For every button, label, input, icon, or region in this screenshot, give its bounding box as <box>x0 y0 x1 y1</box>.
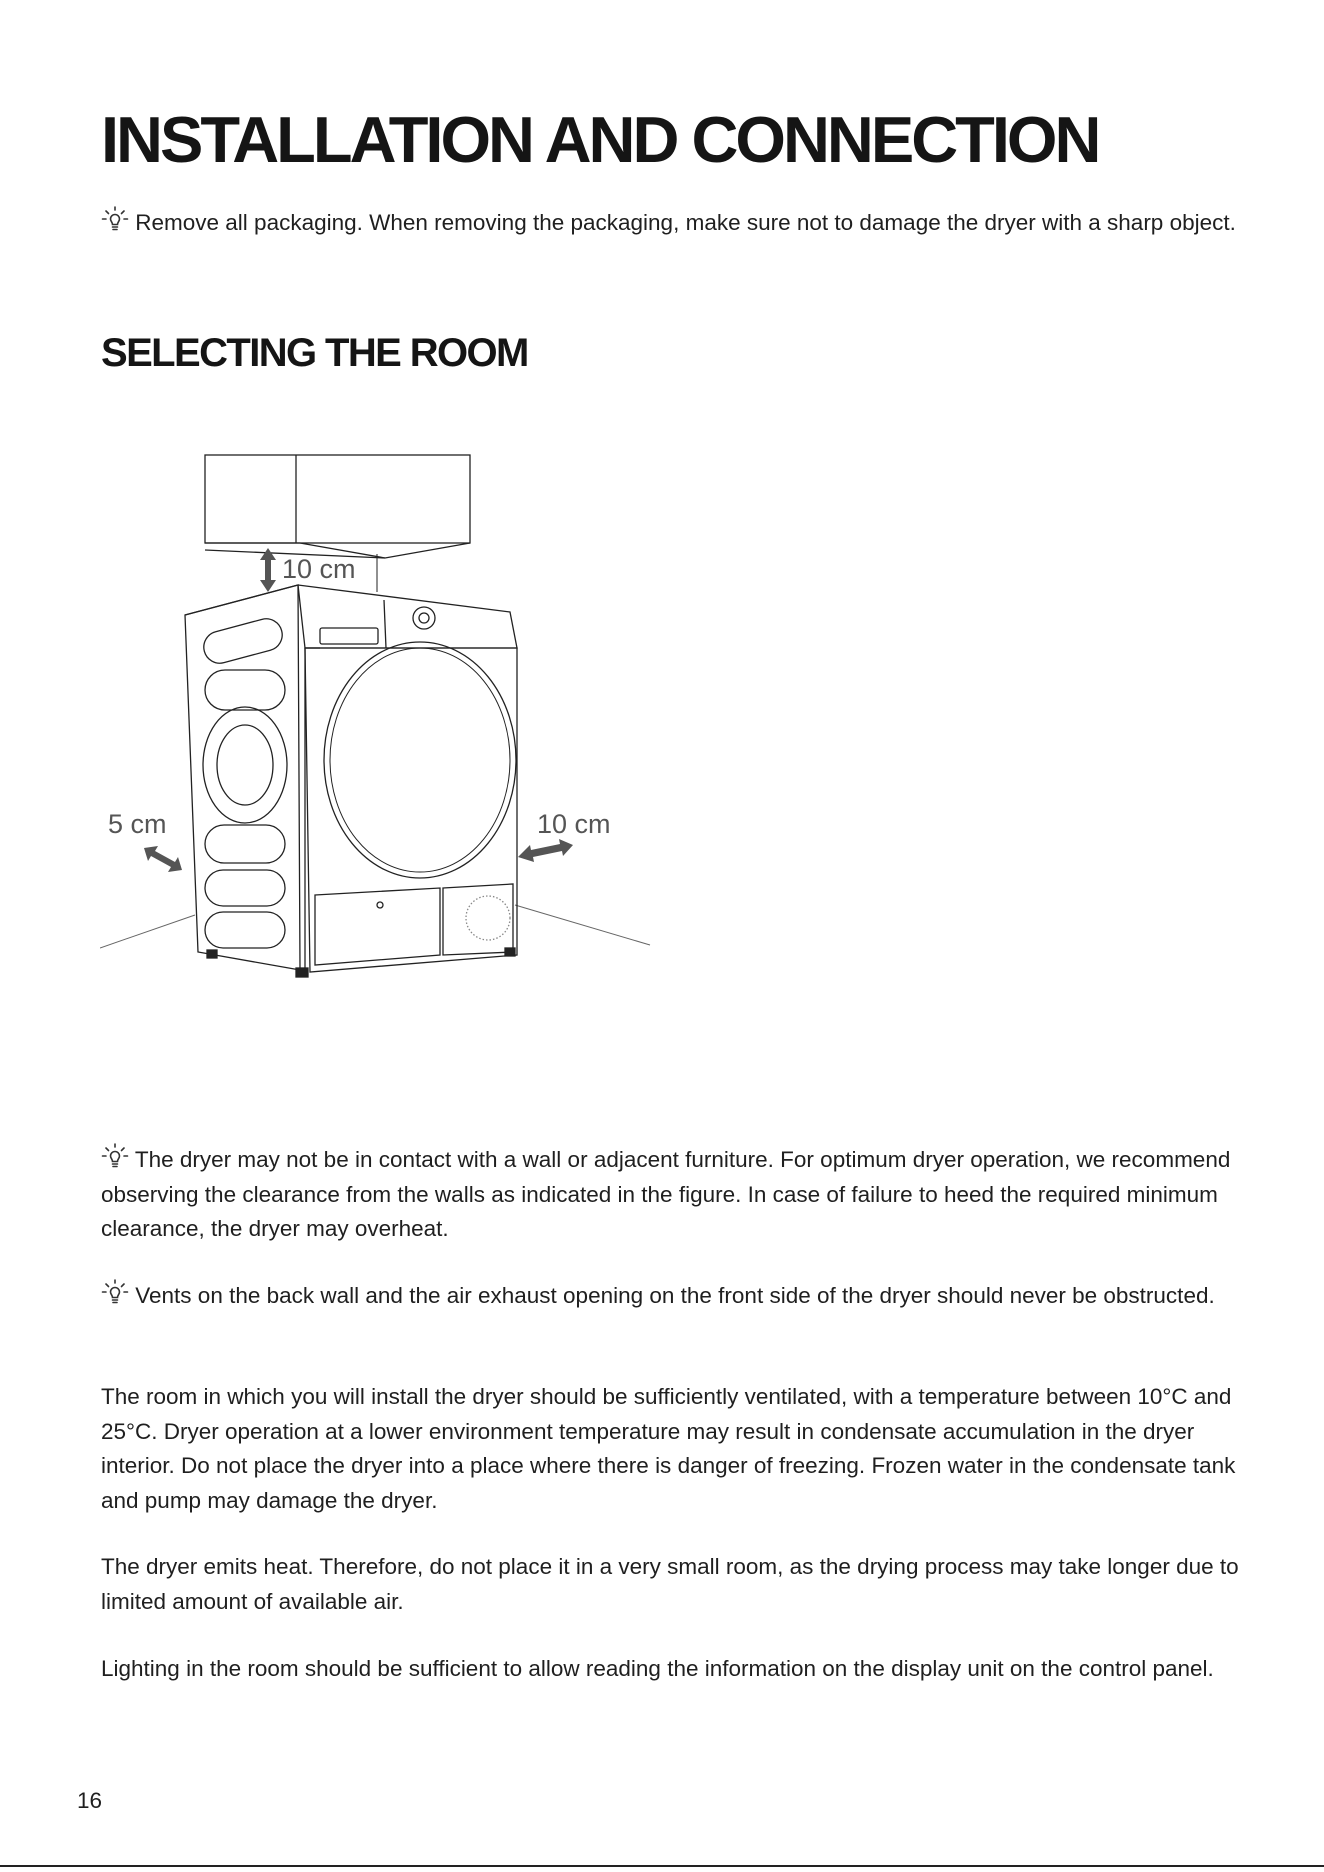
tip-clearance-text: The dryer may not be in contact with a w… <box>101 1147 1231 1241</box>
lighting-paragraph: Lighting in the room should be sufficien… <box>101 1656 1214 1681</box>
clearance-top-label: 10 cm <box>282 554 356 584</box>
intro-tip: Remove all packaging. When removing the … <box>101 205 1241 241</box>
dryer-front <box>304 647 518 973</box>
clearance-right-label: 10 cm <box>537 809 611 839</box>
clearance-left-label: 5 cm <box>108 809 167 839</box>
clearance-arrows <box>144 548 573 872</box>
lightbulb-icon <box>101 1278 129 1306</box>
top-clearance-arrow <box>260 548 276 592</box>
overhead-cabinet <box>204 454 471 544</box>
page-bottom-rule <box>0 1865 1324 1867</box>
clearance-figure: 10 cm 5 cm 10 cm <box>100 454 651 978</box>
section-title: SELECTING THE ROOM <box>101 331 529 375</box>
lightbulb-icon <box>101 1142 129 1170</box>
tip-vents-text: Vents on the back wall and the air exhau… <box>135 1283 1215 1308</box>
intro-tip-text: Remove all packaging. When removing the … <box>135 210 1236 235</box>
room-ventilation-paragraph: The room in which you will install the d… <box>101 1384 1236 1513</box>
left-clearance-arrow <box>144 846 182 872</box>
tip-vents: Vents on the back wall and the air exhau… <box>101 1278 1241 1314</box>
dryer-door <box>323 641 517 879</box>
lightbulb-icon <box>101 205 129 233</box>
page-title: INSTALLATION AND CONNECTION <box>101 103 1101 176</box>
heat-paragraph: The dryer emits heat. Therefore, do not … <box>101 1554 1239 1614</box>
right-clearance-arrow <box>518 839 573 862</box>
page-number: 16 <box>77 1788 103 1813</box>
tip-clearance: The dryer may not be in contact with a w… <box>101 1142 1241 1247</box>
